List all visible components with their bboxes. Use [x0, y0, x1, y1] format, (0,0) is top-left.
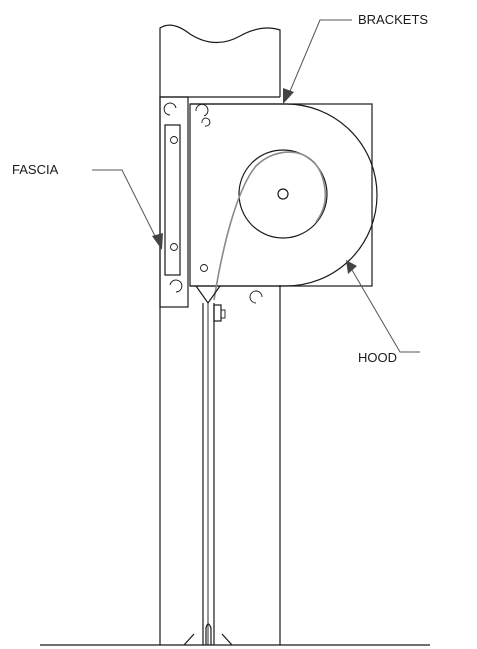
fascia-leader [92, 169, 163, 250]
hood-leader [346, 260, 420, 353]
roller-barrel [238, 149, 328, 239]
shutter-curtain [213, 151, 327, 301]
fascia-label: FASCIA [12, 162, 59, 177]
guide-channel [40, 285, 430, 646]
guide-posts [159, 97, 281, 645]
lintel-wall [159, 24, 281, 98]
hood-label: HOOD [358, 350, 397, 365]
brackets-leader [283, 19, 352, 104]
bracket-and-hood [189, 103, 378, 304]
brackets-label: BRACKETS [358, 12, 428, 27]
fascia-plate [159, 96, 189, 308]
